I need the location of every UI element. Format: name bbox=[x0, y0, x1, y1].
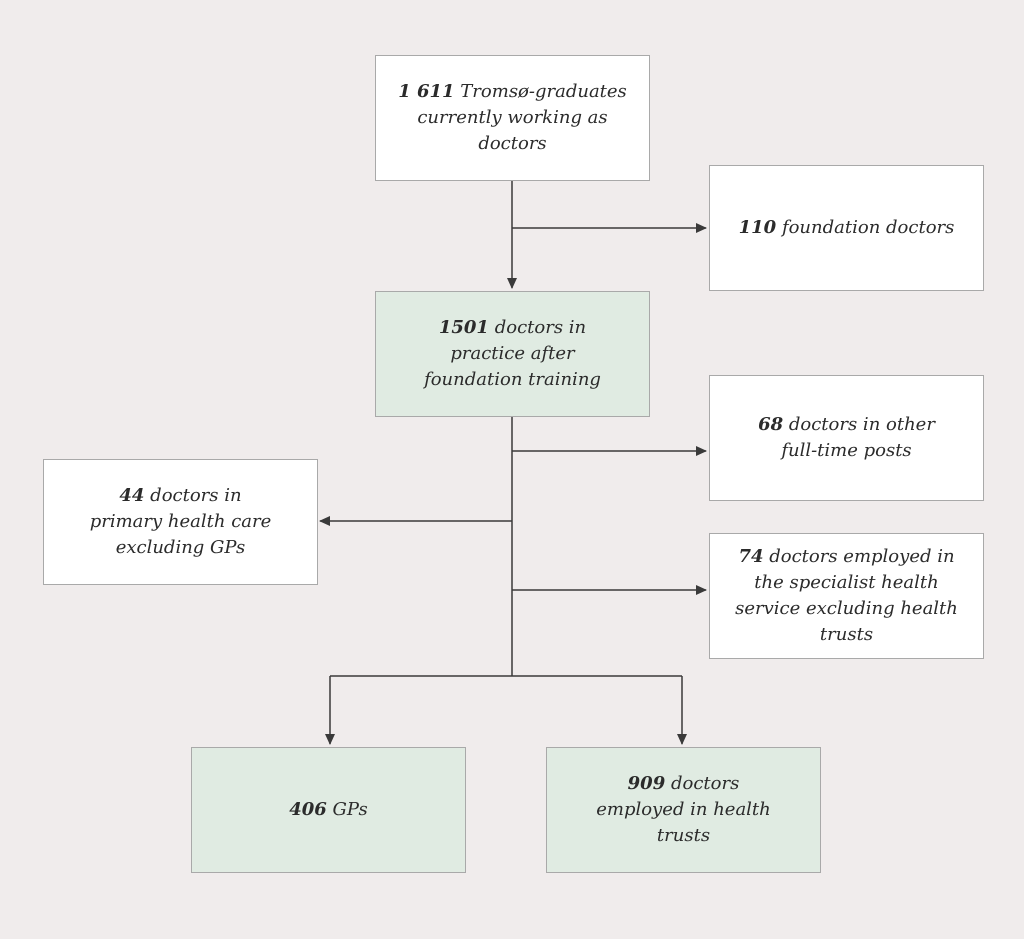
health-trusts-number: 909 bbox=[627, 773, 666, 794]
box-primary-care: 44 doctors in primary health care exclud… bbox=[43, 459, 318, 585]
primary-care-number: 44 bbox=[119, 485, 145, 506]
total-number: 1 611 bbox=[398, 81, 455, 102]
box-health-trusts: 909 doctors employed in health trusts bbox=[546, 747, 821, 873]
box-total-graduates: 1 611 Tromsø-graduates currently working… bbox=[375, 55, 650, 181]
box-specialist-service: 74 doctors employed in the specialist he… bbox=[709, 533, 984, 659]
practice-number: 1501 bbox=[438, 317, 489, 338]
gps-text: GPs bbox=[332, 799, 368, 820]
total-text: Tromsø-graduates currently working as do… bbox=[417, 81, 627, 154]
box-doctors-in-practice: 1501 doctors in practice after foundatio… bbox=[375, 291, 650, 417]
foundation-number: 110 bbox=[738, 217, 777, 238]
primary-care-text: doctors in primary health care excluding… bbox=[89, 485, 272, 558]
practice-text: doctors in practice after foundation tra… bbox=[424, 317, 601, 390]
foundation-text: foundation doctors bbox=[781, 217, 955, 238]
box-foundation-doctors: 110 foundation doctors bbox=[709, 165, 984, 291]
specialist-text: doctors employed in the specialist healt… bbox=[735, 546, 958, 645]
box-other-posts: 68 doctors in other full-time posts bbox=[709, 375, 984, 501]
gps-number: 406 bbox=[289, 799, 327, 820]
specialist-number: 74 bbox=[738, 546, 764, 567]
health-trusts-text: doctors employed in health trusts bbox=[596, 773, 771, 846]
other-posts-number: 68 bbox=[758, 414, 784, 435]
box-gps: 406 GPs bbox=[191, 747, 466, 873]
other-posts-text: doctors in other full-time posts bbox=[781, 414, 935, 461]
